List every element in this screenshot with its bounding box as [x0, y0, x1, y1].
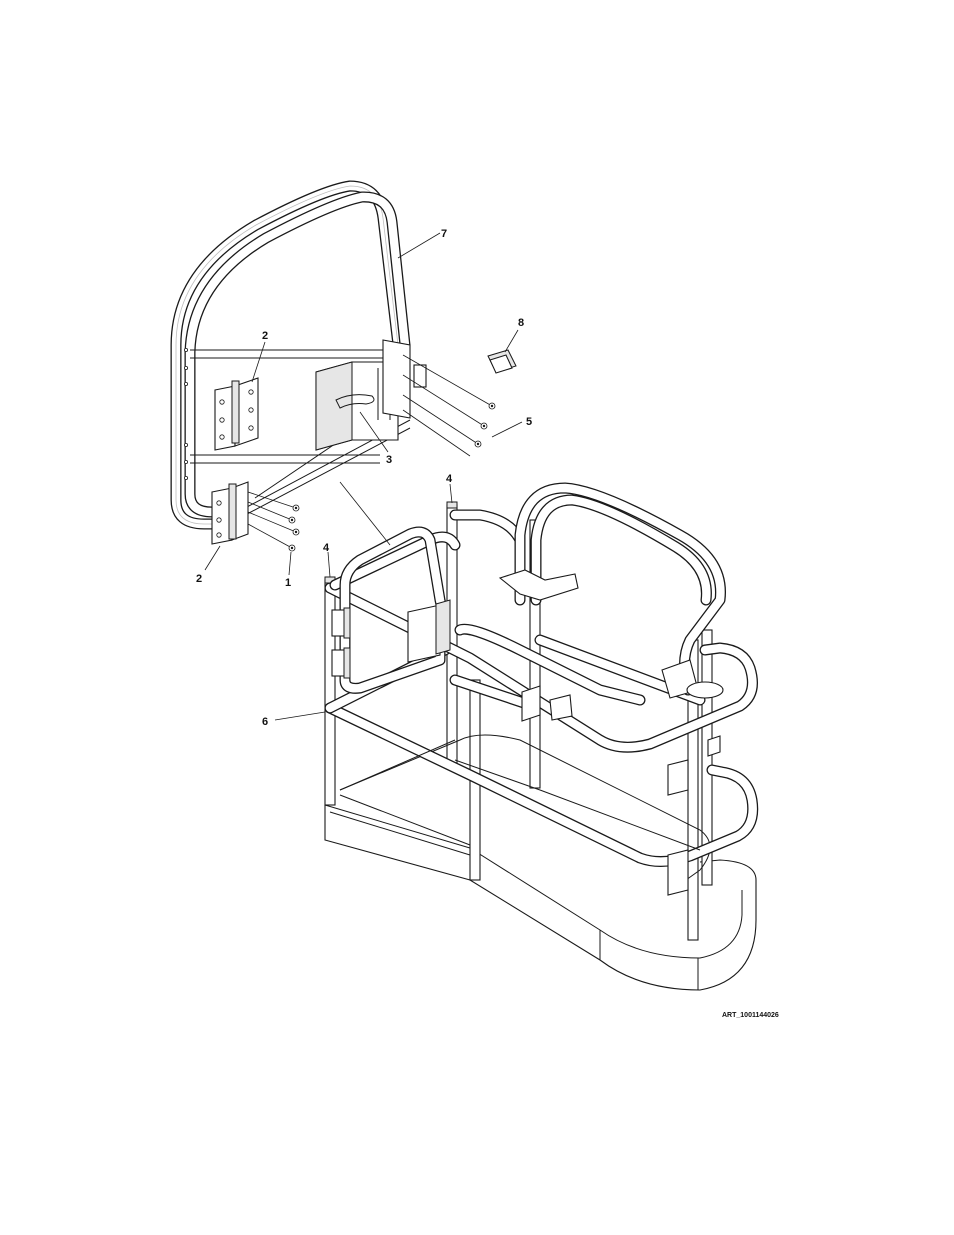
callout-2-lower-hinge: 2 [196, 573, 202, 585]
end-cap [488, 350, 516, 373]
platform-basket [325, 488, 756, 990]
gate-assembly [176, 186, 516, 551]
callout-1: 1 [285, 577, 291, 589]
hinge-bolts [248, 492, 299, 551]
callout-2-upper-hinge: 2 [262, 330, 268, 342]
callout-3: 3 [386, 454, 392, 466]
callout-7: 7 [441, 228, 447, 240]
callout-4-rear-post: 4 [446, 473, 453, 485]
callout-5: 5 [526, 416, 532, 428]
upper-hinge [215, 378, 258, 450]
leader-lines [205, 233, 522, 720]
gate-tube-frame [176, 186, 405, 524]
callout-4-front-post: 4 [323, 542, 330, 554]
latch-plate [383, 340, 426, 418]
art-reference-number: ART_1001144026 [722, 1012, 779, 1019]
callout-6: 6 [262, 716, 268, 728]
callout-labels: 7 8 2 5 3 4 4 2 1 6 [196, 228, 532, 728]
callout-8: 8 [518, 317, 524, 329]
lower-hinge [212, 482, 248, 544]
